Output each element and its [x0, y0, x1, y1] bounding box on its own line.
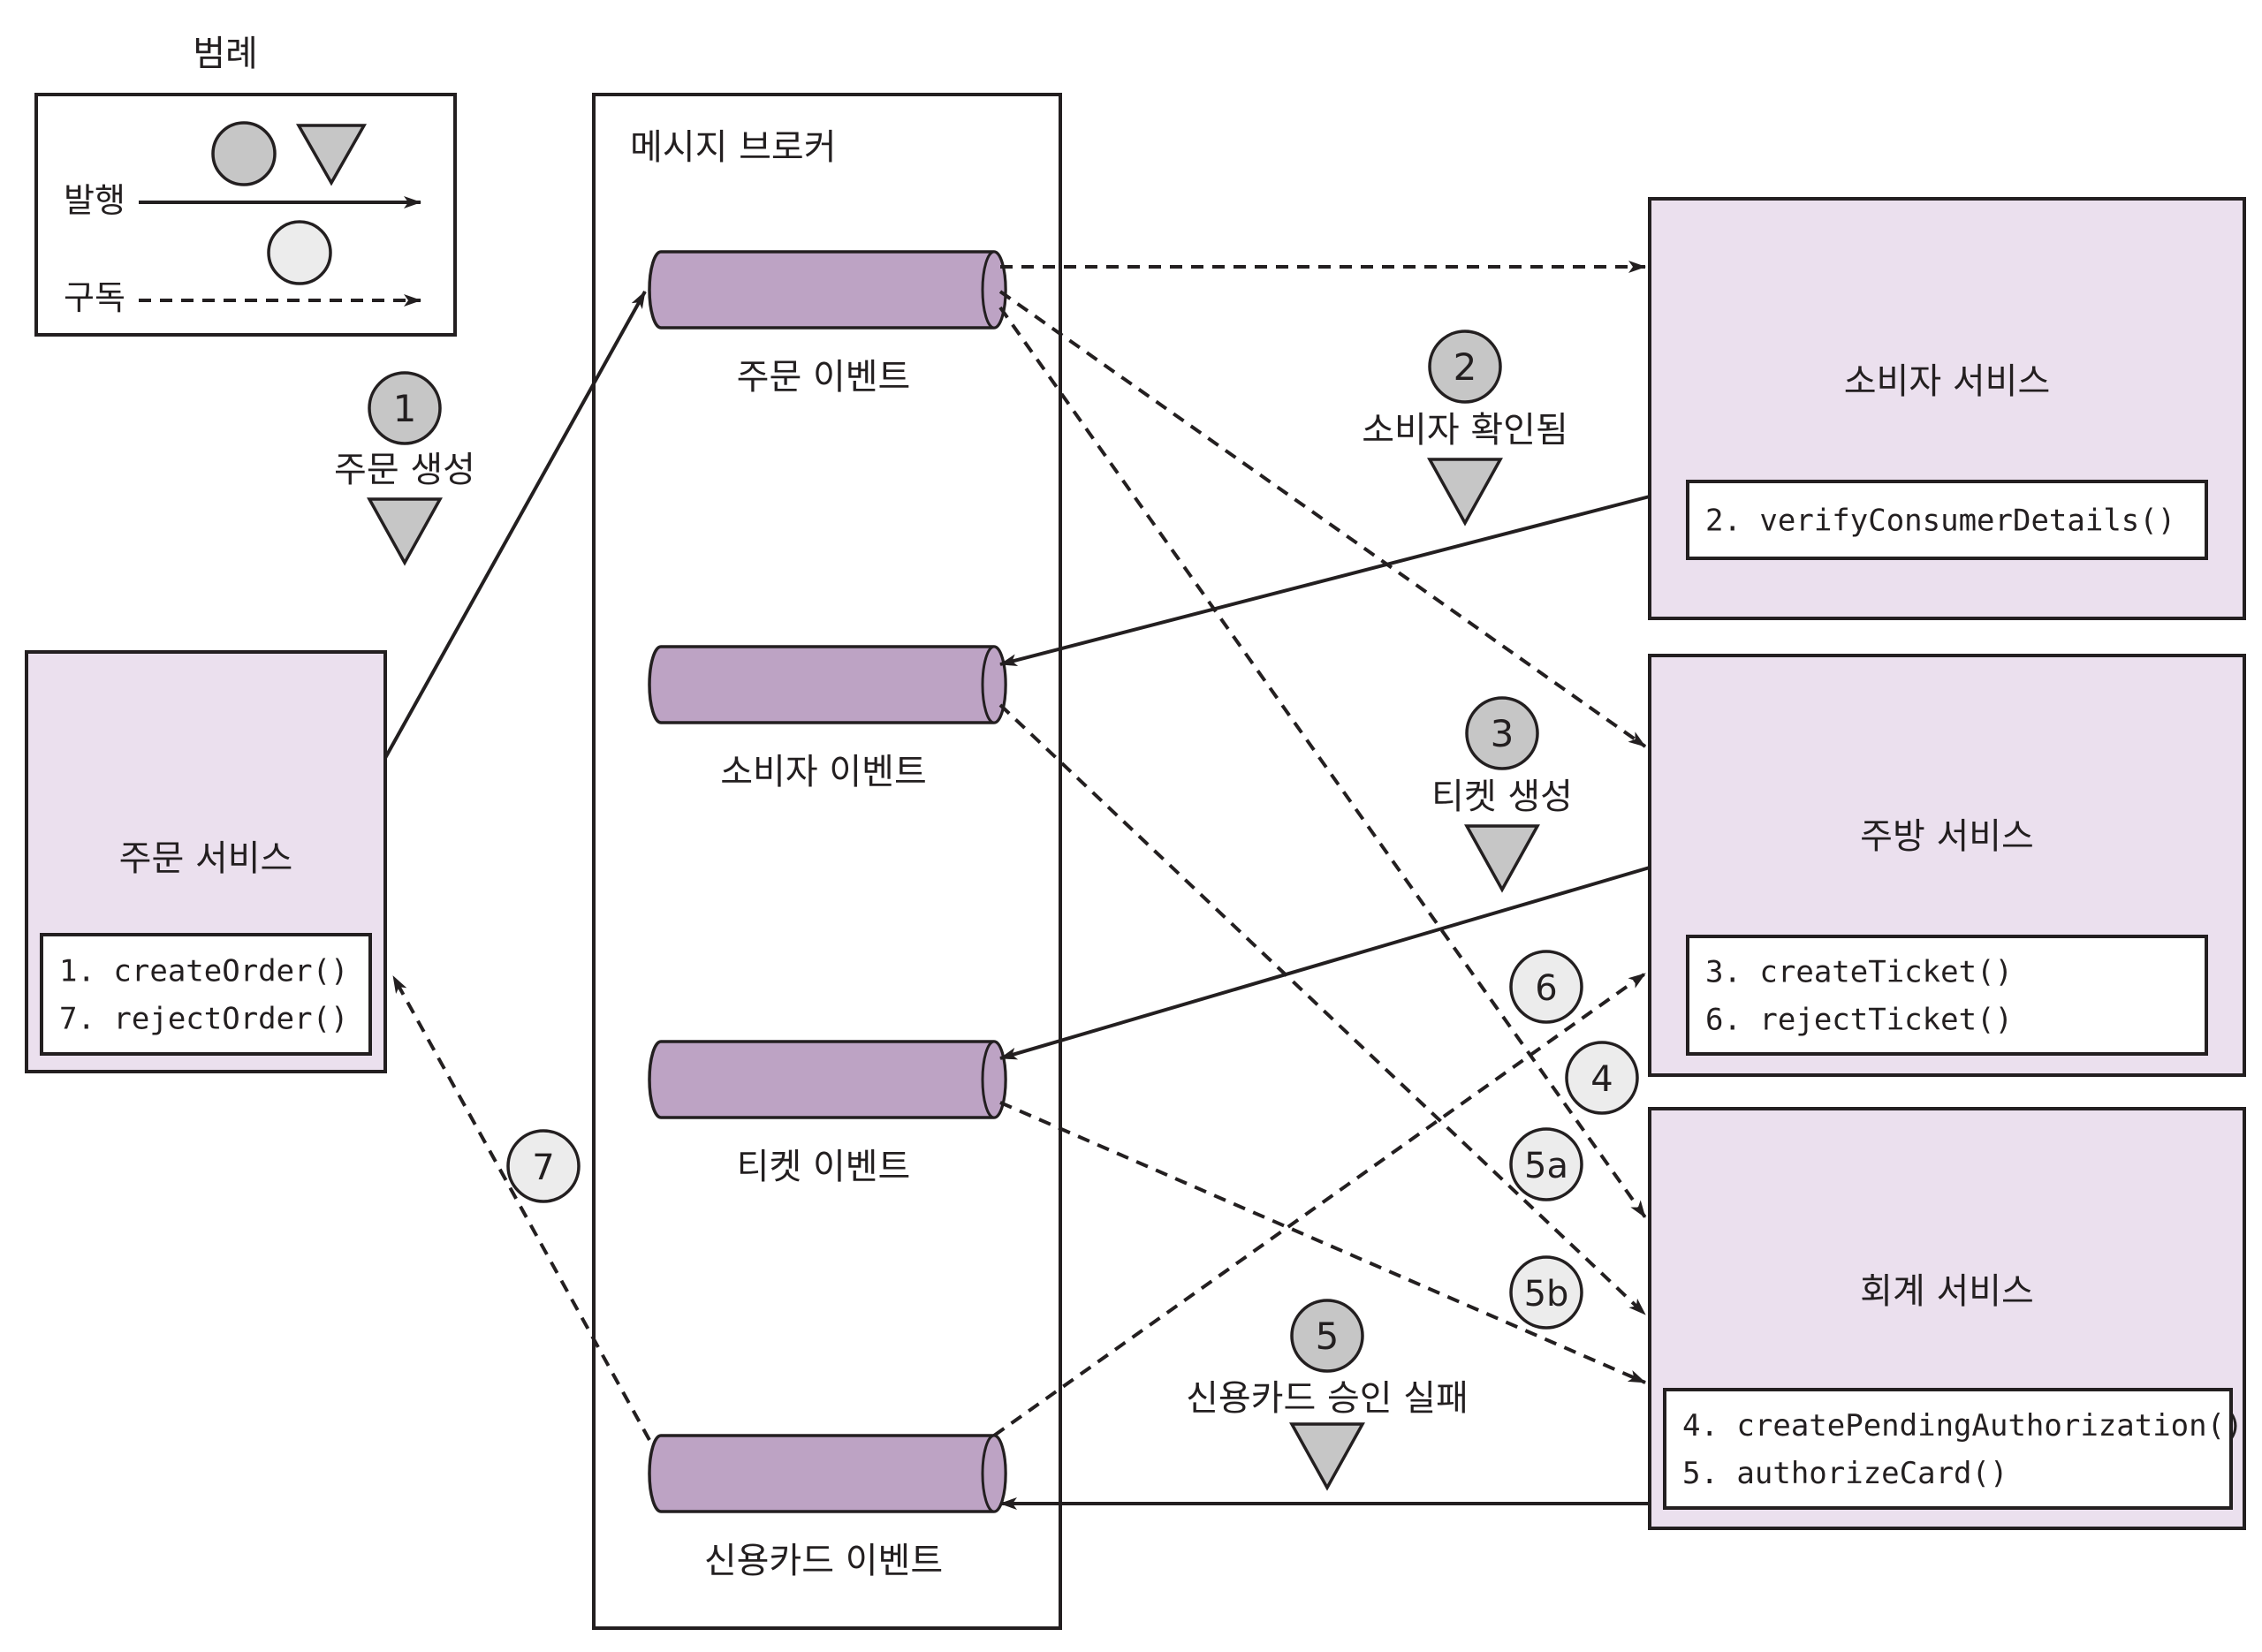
method-item: 7. rejectOrder(): [59, 1002, 349, 1037]
method-list-box: [1663, 1388, 2233, 1510]
subscribe-kitchen-card-arrow: [992, 972, 1647, 1437]
event-triangle-icon: [1427, 458, 1503, 527]
channel-cylinder-end: [981, 250, 1007, 330]
channel-label: 주문 이벤트: [737, 357, 911, 398]
method-item: 5. authorizeCard(): [1682, 1456, 2008, 1491]
legend-subscribe-circle-icon: [267, 220, 332, 285]
legend-title: 범례: [193, 34, 258, 74]
step-number: 4: [1590, 1059, 1613, 1100]
legend-publish-triangle-icon: [295, 124, 368, 186]
event-label: 티켓 생성: [1431, 777, 1573, 817]
legend-publish-label: 발행: [64, 181, 125, 220]
accounting-service: 회계 서비스 4. createPendingAuthorization() 5. …: [1648, 1107, 2246, 1530]
step-number: 5b: [1524, 1274, 1569, 1315]
publish-order-created-arrow: [383, 291, 647, 759]
event-marker-3: 3 티켓 생성: [1431, 696, 1573, 893]
broker-box: [592, 93, 1062, 1630]
method-item: 2. verifyConsumerDetails(): [1705, 504, 2175, 539]
legend-subscribe-label: 구독: [64, 278, 125, 317]
channel-cylinder-end: [981, 645, 1007, 724]
service-name: 소비자 서비스: [1844, 361, 2051, 402]
event-marker-2: 2 소비자 확인됨: [1362, 330, 1568, 527]
event-label: 소비자 확인됨: [1362, 410, 1568, 451]
step-number: 1: [393, 387, 417, 430]
subscribe-marker-6: 6: [1509, 950, 1583, 1024]
step-circle-icon: [1509, 1127, 1583, 1201]
method-item: 3. createTicket(): [1705, 955, 2013, 990]
subscribe-marker-5a: 5a: [1509, 1127, 1583, 1201]
broker-title: 메시지 브로커: [630, 127, 837, 168]
service-name: 주방 서비스: [1860, 816, 2034, 857]
channel-cylinder-icon: [648, 250, 1007, 330]
legend-publish-circle-icon: [211, 121, 277, 186]
event-marker-1: 1 주문 생성: [334, 371, 475, 566]
channel-label: 티켓 이벤트: [737, 1147, 911, 1187]
event-marker-5: 5 신용카드 승인 실패: [1186, 1299, 1469, 1491]
channel-order: 주문 이벤트: [648, 250, 1007, 398]
channel-cylinder-icon: [648, 1434, 1007, 1513]
subscribe-accounting-order-arrow: [998, 306, 1647, 1219]
step-number: 5a: [1524, 1146, 1568, 1186]
step-circle-icon: [1509, 1255, 1583, 1330]
step-number: 7: [532, 1148, 554, 1188]
subscribe-marker-5b: 5b: [1509, 1255, 1583, 1330]
service-name: 주문 서비스: [119, 838, 293, 879]
method-list-box: [40, 933, 372, 1056]
channel-cylinder-end: [981, 1040, 1007, 1119]
kitchen-service: 주방 서비스 3. createTicket() 6. rejectTicket(): [1648, 654, 2246, 1077]
step-circle-icon: [368, 371, 442, 445]
step-circle-icon: [1465, 696, 1539, 770]
step-circle-icon: [1565, 1041, 1639, 1115]
step-circle-icon: [506, 1129, 581, 1203]
method-list-box: [1686, 480, 2208, 560]
publish-consumer-verified-arrow: [999, 495, 1651, 667]
event-triangle-icon: [1464, 824, 1540, 893]
service-name: 회계 서비스: [1860, 1271, 2034, 1312]
channel-ticket: 티켓 이벤트: [648, 1040, 1007, 1187]
step-number: 3: [1491, 712, 1514, 755]
order-service: 주문 서비스 1. createOrder() 7. rejectOrder(): [25, 650, 387, 1073]
channel-card: 신용카드 이벤트: [648, 1434, 1007, 1581]
event-label: 신용카드 승인 실패: [1186, 1378, 1469, 1419]
subscribe-order-card-arrow: [391, 975, 651, 1441]
subscribe-marker-4: 4: [1565, 1041, 1639, 1115]
channel-cylinder-icon: [648, 645, 1007, 724]
publish-ticket-created-arrow: [999, 866, 1651, 1060]
method-item: 4. createPendingAuthorization(): [1682, 1408, 2243, 1444]
subscribe-accounting-ticket-arrow: [999, 1101, 1646, 1384]
method-item: 6. rejectTicket(): [1705, 1003, 2013, 1038]
event-triangle-icon: [367, 497, 443, 566]
step-circle-icon: [1290, 1299, 1364, 1373]
message-flows: [383, 261, 1651, 1510]
channel-cylinder-end: [981, 1434, 1007, 1513]
method-item: 1. createOrder(): [59, 954, 349, 989]
channel-label: 신용카드 이벤트: [704, 1541, 943, 1581]
legend: 범례 발행 구독: [34, 34, 457, 337]
consumer-service: 소비자 서비스 2. verifyConsumerDetails(): [1648, 197, 2246, 620]
channel-cylinder-icon: [648, 1040, 1007, 1119]
method-list-box: [1686, 935, 2208, 1056]
step-number: 2: [1454, 345, 1477, 389]
event-triangle-icon: [1289, 1422, 1365, 1491]
step-number: 5: [1316, 1315, 1340, 1358]
message-broker: 메시지 브로커: [592, 93, 1062, 1630]
subscribe-kitchen-order-arrow: [998, 290, 1647, 748]
subscribe-marker-7: 7: [506, 1129, 581, 1203]
event-label: 주문 생성: [334, 450, 475, 490]
step-circle-icon: [1428, 330, 1502, 404]
channel-label: 소비자 이벤트: [720, 752, 927, 792]
channel-consumer: 소비자 이벤트: [648, 645, 1007, 792]
step-number: 6: [1535, 968, 1557, 1009]
step-circle-icon: [1509, 950, 1583, 1024]
